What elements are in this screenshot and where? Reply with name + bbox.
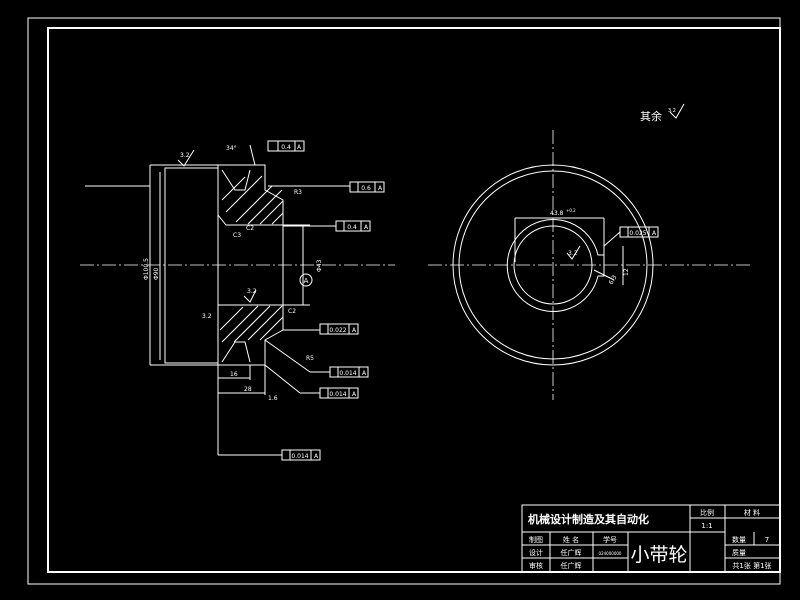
top-section [217, 164, 284, 226]
row-design-label: 设计 [529, 548, 543, 557]
outer-circle [452, 164, 654, 366]
angle-label: 34° [226, 145, 237, 152]
roughness-note-value: 3.2 [668, 108, 676, 114]
roughness-symbol [177, 149, 195, 167]
tol-frame-1: 0.4 A [267, 140, 305, 152]
scale-value: 1:1 [701, 522, 712, 530]
tol-frame-sym: 0.025 A [619, 226, 659, 238]
student-no-label: 学号 [603, 535, 617, 544]
radius-r3: R3 [294, 189, 302, 196]
tol-frame-7: 0.014 A [281, 449, 321, 461]
row-review-label: 审核 [529, 561, 543, 570]
row-draw-label: 制图 [529, 535, 543, 544]
svg-text:A: A [378, 185, 383, 192]
front-view: 其余 3.2 43.8 +0.2 0.025 A 12 3.2 6.3 [428, 103, 752, 400]
dim-28: 28 [244, 386, 252, 393]
section-view: A 0.4 A 0.6 A 0.4 A 0.022 A 0.014 A [80, 140, 395, 461]
bore-with-keyway [506, 219, 605, 312]
datum-circle [299, 273, 313, 287]
inner-frame [47, 27, 781, 573]
roughness-left: 3.2 [202, 313, 212, 320]
roughness-key2: 6.3 [608, 274, 619, 286]
qty-label: 数量 [732, 535, 746, 544]
designer-name: 任广辉 [561, 548, 582, 557]
outer-frame [27, 17, 781, 585]
svg-text:0.014: 0.014 [339, 370, 356, 377]
tol-frame-6: 0.014 A [319, 387, 359, 399]
svg-text:0.014: 0.014 [329, 391, 346, 398]
dim-keyway: 43.8 [550, 210, 564, 217]
title-text: 机械设计制造及其自动化 [528, 512, 649, 526]
scale-label: 比例 [700, 508, 714, 517]
top-hatch [221, 175, 284, 225]
roughness-top: 3.2 [180, 152, 190, 159]
bottom-hatch [219, 305, 284, 343]
svg-text:0.025: 0.025 [629, 230, 646, 237]
bore-chamfer [513, 225, 593, 305]
part-name: 小带轮 [630, 544, 687, 566]
tol-frame-5: 0.014 A [329, 366, 369, 378]
roughness-key: 3.2 [568, 250, 578, 257]
svg-text:A: A [352, 391, 357, 398]
qty-value: 7 [765, 536, 769, 544]
name-label: 姓 名 [563, 535, 579, 544]
title-block: 机械设计制造及其自动化 比例 1:1 材 料 制图 姓 名 学号 设计 任广辉 … [521, 504, 781, 573]
pulley-rim-outline [164, 167, 219, 364]
svg-text:A: A [297, 144, 302, 151]
roughness-mid: 3.2 [247, 288, 257, 295]
datum-label: A [304, 277, 309, 285]
roughness-note-symbol [669, 103, 685, 119]
dim-inner: Φ90 [153, 267, 160, 280]
svg-text:0.022: 0.022 [329, 327, 346, 334]
roughness-1-6: 1.6 [268, 395, 278, 402]
svg-text:A: A [652, 230, 657, 237]
outer-circle-inner [458, 170, 648, 360]
svg-text:0.014: 0.014 [291, 453, 308, 460]
material-label: 材 料 [744, 508, 760, 517]
svg-text:0.4: 0.4 [347, 224, 357, 231]
dim-bore: Φ43 [316, 259, 323, 272]
dim-keyway-tol: +0.2 [566, 208, 576, 213]
svg-text:0.4: 0.4 [281, 144, 291, 151]
radius-r5: R5 [306, 355, 314, 362]
mass-label: 质量 [732, 548, 746, 557]
dim-outer: Φ100.5 [143, 258, 150, 280]
tol-frame-4: 0.022 A [319, 323, 359, 335]
roughness-note: 其余 [640, 109, 662, 123]
student-no: 024000000 [599, 551, 622, 556]
svg-text:A: A [364, 224, 369, 231]
svg-text:A: A [314, 453, 319, 460]
tol-frame-3: 0.4 A [335, 220, 371, 232]
bottom-groove [221, 341, 251, 363]
sheet-count: 共1张 第1张 [732, 561, 771, 570]
dim-16: 16 [230, 371, 238, 378]
reviewer-name: 任广辉 [561, 561, 582, 570]
chamfer-c3: C3 [233, 232, 241, 239]
svg-text:A: A [362, 370, 367, 377]
chamfer-c2a: C2 [246, 225, 254, 232]
bottom-section [217, 304, 284, 366]
tol-frame-2: 0.6 A [349, 181, 385, 193]
svg-text:A: A [352, 327, 357, 334]
svg-text:0.6: 0.6 [361, 185, 371, 192]
top-groove [221, 169, 251, 191]
chamfer-c2b: C2 [288, 308, 296, 315]
dim-key-width: 12 [623, 268, 630, 276]
